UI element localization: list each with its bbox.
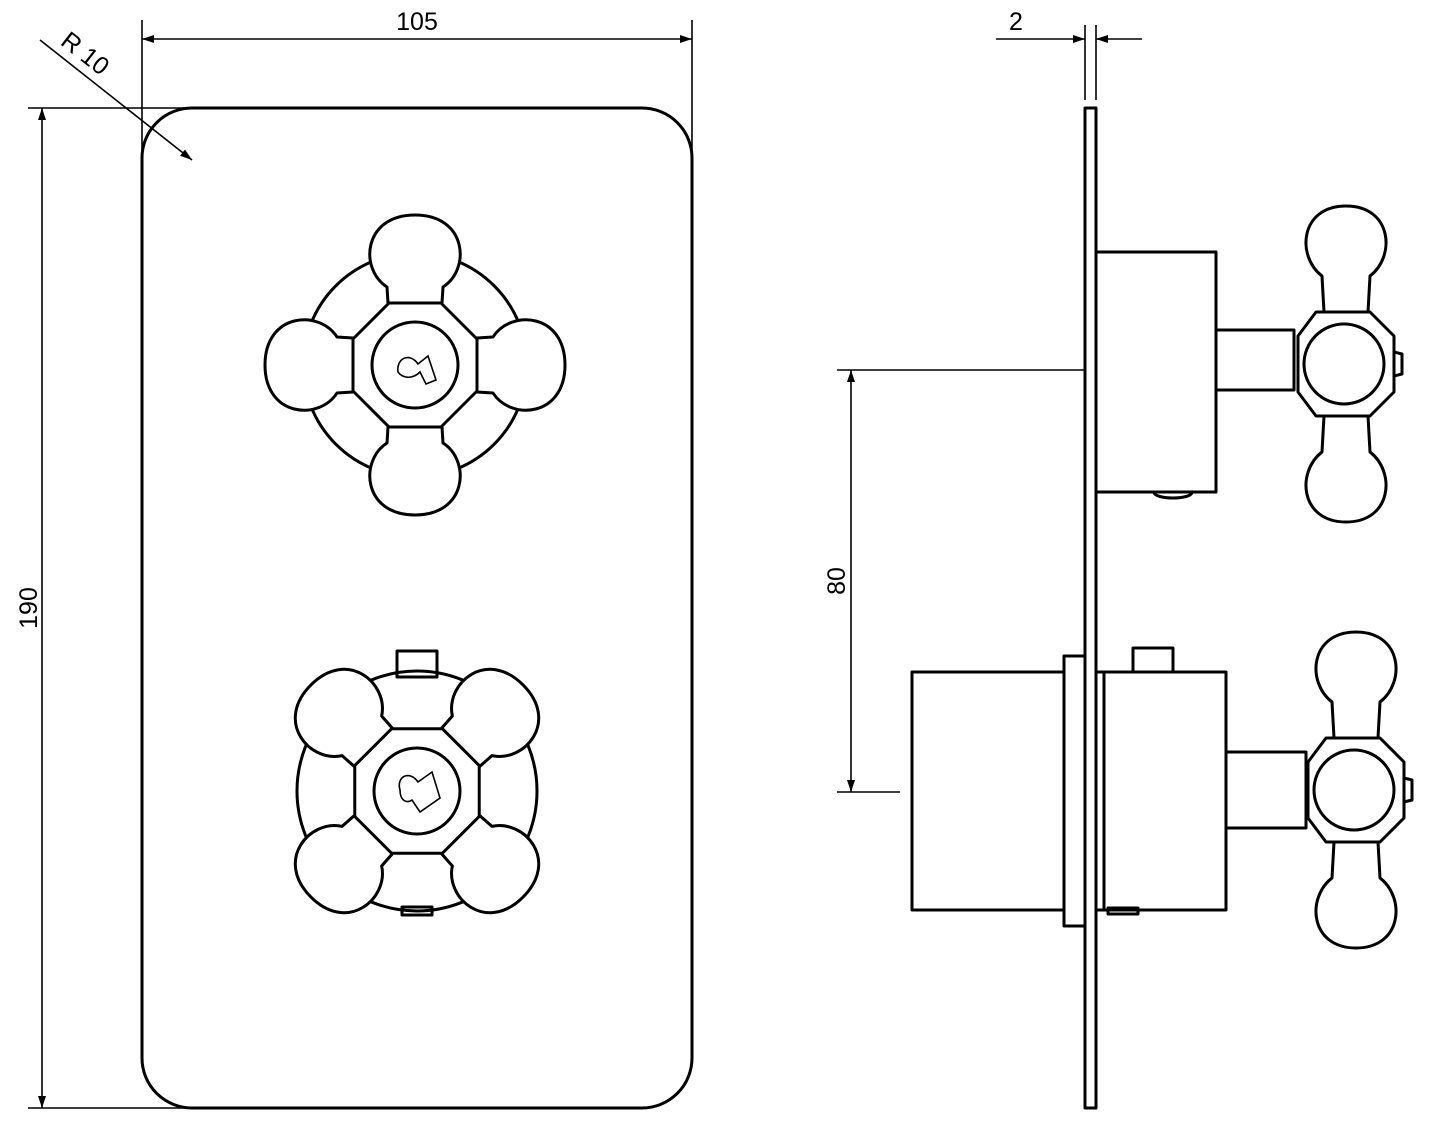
front-view: 105 190 R 10 [15, 8, 694, 1110]
radius-leader: R 10 [39, 26, 193, 161]
side-view: 2 80 [823, 8, 1414, 1110]
thickness-dimension-label: 2 [1009, 8, 1023, 36]
shower-head-icon [397, 354, 437, 386]
spacing-dimension: 80 [823, 369, 1085, 793]
lower-valve-front [203, 577, 631, 1005]
side-plate-outline [1083, 106, 1098, 1110]
height-dimension-label: 190 [15, 587, 43, 629]
width-dimension-label: 105 [396, 8, 438, 36]
width-dimension: 105 [141, 8, 693, 150]
upper-valve-side [1094, 204, 1404, 524]
height-dimension: 190 [15, 107, 190, 1109]
lower-valve-side [910, 630, 1414, 950]
radius-label: R 10 [55, 26, 114, 81]
thickness-dimension: 2 [996, 8, 1142, 100]
front-plate-outline [140, 106, 694, 1110]
spacing-dimension-label: 80 [823, 567, 851, 595]
bath-spout-icon [398, 770, 441, 814]
upper-valve-front [263, 213, 567, 517]
